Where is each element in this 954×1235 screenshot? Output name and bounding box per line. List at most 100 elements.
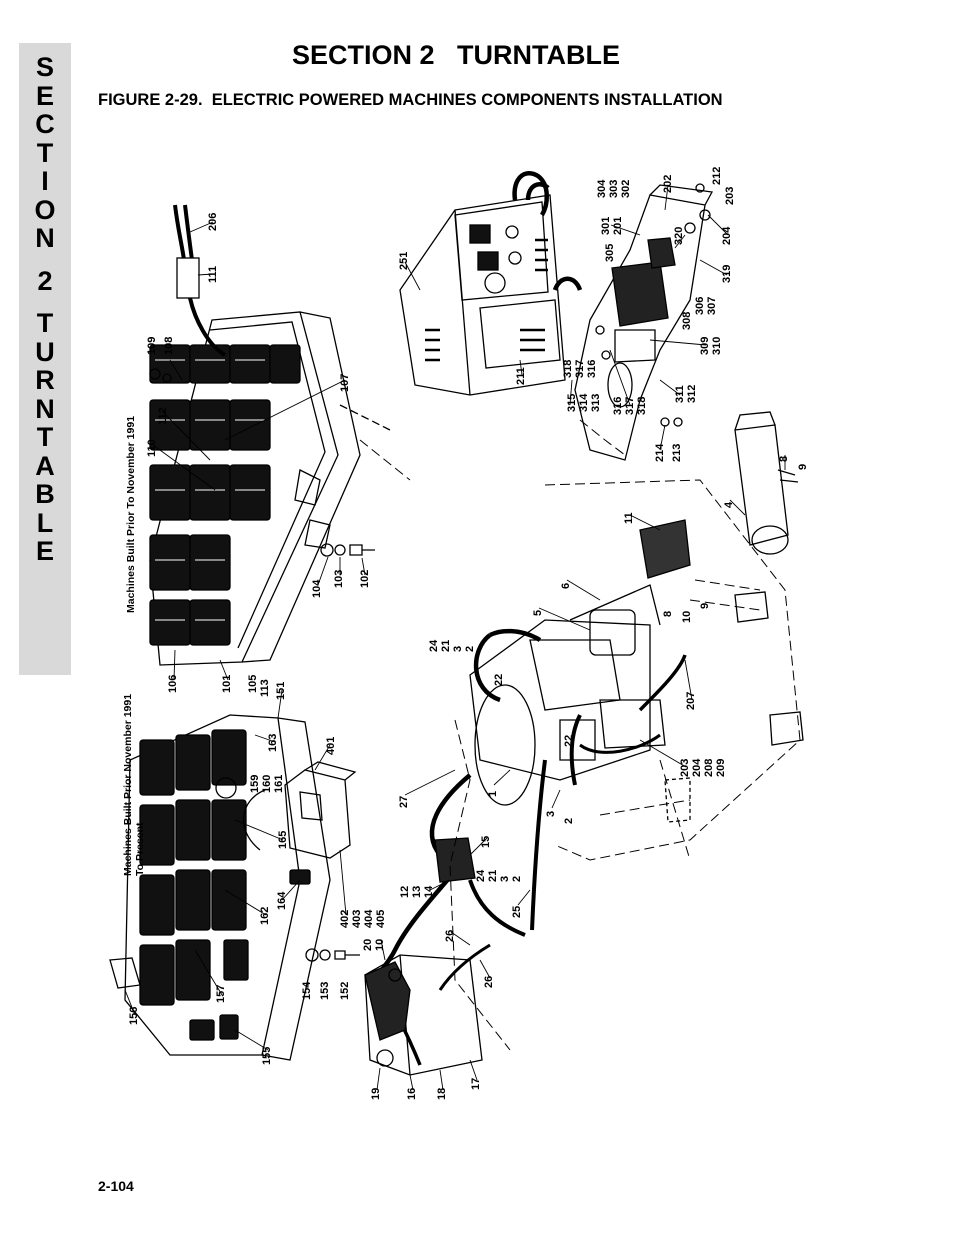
callout-204-bottom: 204 — [691, 758, 703, 777]
callout-164: 164 — [276, 891, 288, 910]
callout-214: 214 — [654, 443, 666, 462]
side-letter: S — [35, 52, 54, 82]
callout-213: 213 — [671, 444, 683, 462]
side-letter: O — [34, 194, 56, 225]
callout-109: 109 — [146, 337, 158, 355]
callout-9-bottom: 9 — [699, 603, 711, 609]
callout-26-bottom: 26 — [483, 976, 495, 988]
callout-312: 312 — [686, 385, 698, 403]
callout-1: 1 — [487, 791, 499, 797]
battery-box-16 — [364, 954, 483, 1076]
callout-305: 305 — [604, 244, 616, 262]
callout-159: 159 — [249, 775, 261, 793]
battery-tray-present — [109, 714, 331, 1061]
callout-315: 315 — [566, 394, 578, 412]
battery-charger-251 — [399, 171, 583, 396]
callout-22-top: 22 — [493, 674, 505, 686]
side-letter: C — [35, 109, 55, 139]
callout-303: 303 — [608, 180, 620, 198]
callout-212: 212 — [711, 167, 723, 185]
callout-18: 18 — [436, 1088, 448, 1100]
callout-307: 307 — [706, 297, 718, 315]
callout-3-mid: 3 — [545, 811, 557, 817]
callout-21-top: 21 — [440, 640, 452, 652]
side-letter: T — [36, 308, 54, 338]
callout-3-top: 3 — [452, 646, 464, 652]
hardware-152-154 — [305, 948, 360, 962]
callout-311: 311 — [674, 385, 686, 403]
callout-9-top: 9 — [797, 464, 809, 470]
control-plate — [574, 183, 714, 461]
callout-203-top: 203 — [724, 187, 736, 205]
side-letter: E — [35, 80, 54, 111]
side-letter: T — [36, 422, 54, 452]
callout-107: 107 — [339, 374, 351, 392]
callout-152: 152 — [339, 982, 351, 1000]
callout-154: 154 — [301, 981, 313, 1000]
callout-309: 309 — [699, 337, 711, 355]
callout-313: 313 — [590, 394, 602, 412]
callout-153: 153 — [319, 982, 331, 1000]
callout-5: 5 — [532, 610, 544, 616]
callout-209: 209 — [715, 759, 727, 777]
callout-113: 113 — [259, 679, 271, 697]
callout-405: 405 — [375, 910, 387, 928]
callout-19: 19 — [370, 1088, 382, 1100]
callout-6: 6 — [560, 583, 572, 589]
callout-106: 106 — [167, 675, 179, 693]
callout-22-bottom: 22 — [563, 735, 575, 747]
callout-204-top: 204 — [721, 226, 733, 245]
callout-317-top: 317 — [574, 360, 586, 378]
callout-11: 11 — [623, 512, 635, 524]
callout-320: 320 — [673, 227, 685, 245]
callout-304: 304 — [596, 179, 608, 198]
callout-10-bottom: 10 — [374, 939, 386, 951]
callout-306: 306 — [694, 297, 706, 315]
callout-318-bottom: 318 — [636, 397, 648, 415]
callout-302: 302 — [620, 180, 632, 198]
callout-161: 161 — [273, 775, 285, 793]
side-letter: N — [35, 223, 55, 253]
callout-25: 25 — [511, 906, 523, 918]
callout-310: 310 — [711, 337, 723, 355]
callout-314: 314 — [578, 393, 590, 412]
side-section-number: 2 — [37, 265, 53, 296]
callout-15: 15 — [480, 836, 492, 848]
callout-404: 404 — [363, 909, 375, 928]
callout-163: 163 — [267, 734, 279, 752]
callout-21-bottom: 21 — [487, 870, 499, 882]
callout-403: 403 — [351, 910, 363, 928]
callout-203-bottom: 203 — [679, 759, 691, 777]
contactor-15 — [434, 837, 476, 883]
callout-160: 160 — [261, 775, 273, 793]
callout-104: 104 — [311, 579, 323, 598]
side-letter: B — [35, 479, 55, 509]
section-side-tab: S E C T I O N 2 T U R N T A B L E — [19, 43, 71, 675]
side-letter: N — [35, 393, 55, 424]
callout-27: 27 — [398, 796, 410, 808]
callout-202: 202 — [662, 175, 674, 193]
side-letter: R — [35, 365, 55, 395]
callout-108: 108 — [163, 337, 175, 355]
callout-2-mid: 2 — [563, 818, 575, 824]
callout-2-bottom: 2 — [511, 876, 523, 882]
callout-301: 301 — [600, 217, 612, 235]
callout-24-top: 24 — [428, 639, 440, 652]
figure-title: FIGURE 2-29. ELECTRIC POWERED MACHINES C… — [98, 91, 723, 109]
callout-4: 4 — [723, 501, 735, 508]
callout-162: 162 — [259, 907, 271, 925]
page-number: 2-104 — [98, 1178, 134, 1194]
side-letter: A — [35, 450, 55, 481]
callout-2-top: 2 — [464, 646, 476, 652]
callout-17: 17 — [470, 1078, 482, 1090]
callout-102: 102 — [359, 570, 371, 588]
callout-110: 110 — [146, 439, 158, 457]
callout-207: 207 — [685, 692, 697, 710]
callout-151: 151 — [275, 682, 287, 700]
callout-208: 208 — [703, 759, 715, 777]
callout-318-top: 318 — [562, 360, 574, 378]
caption-present-line2: To Present — [134, 822, 146, 876]
auxiliary-motor-4 — [734, 411, 799, 555]
callout-105: 105 — [247, 675, 259, 693]
